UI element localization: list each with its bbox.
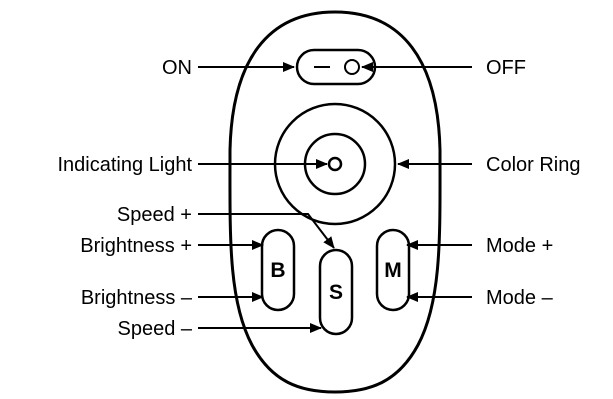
brightness-minus-label: Brightness –	[81, 287, 193, 309]
on-label: ON	[162, 57, 192, 79]
color-ring-label: Color Ring	[486, 154, 580, 176]
mode-button-letter: M	[384, 259, 402, 282]
mode-button[interactable]	[375, 228, 411, 312]
off-mark-icon	[344, 59, 360, 75]
speed-minus-label: Speed –	[117, 318, 192, 340]
speed-plus-leader-arrow	[198, 213, 335, 249]
indicating-light-label: Indicating Light	[57, 154, 192, 176]
speed-button-letter: S	[329, 281, 343, 304]
speed-button[interactable]	[318, 248, 354, 336]
brightness-button[interactable]	[260, 228, 296, 312]
brightness-button-letter: B	[270, 259, 285, 282]
speed-plus-label: Speed +	[117, 204, 192, 226]
brightness-plus-label: Brightness +	[80, 235, 192, 257]
off-label: OFF	[486, 57, 526, 79]
mode-plus-label: Mode +	[486, 235, 553, 257]
mode-minus-label: Mode –	[486, 287, 554, 309]
indicating-light	[327, 156, 343, 172]
